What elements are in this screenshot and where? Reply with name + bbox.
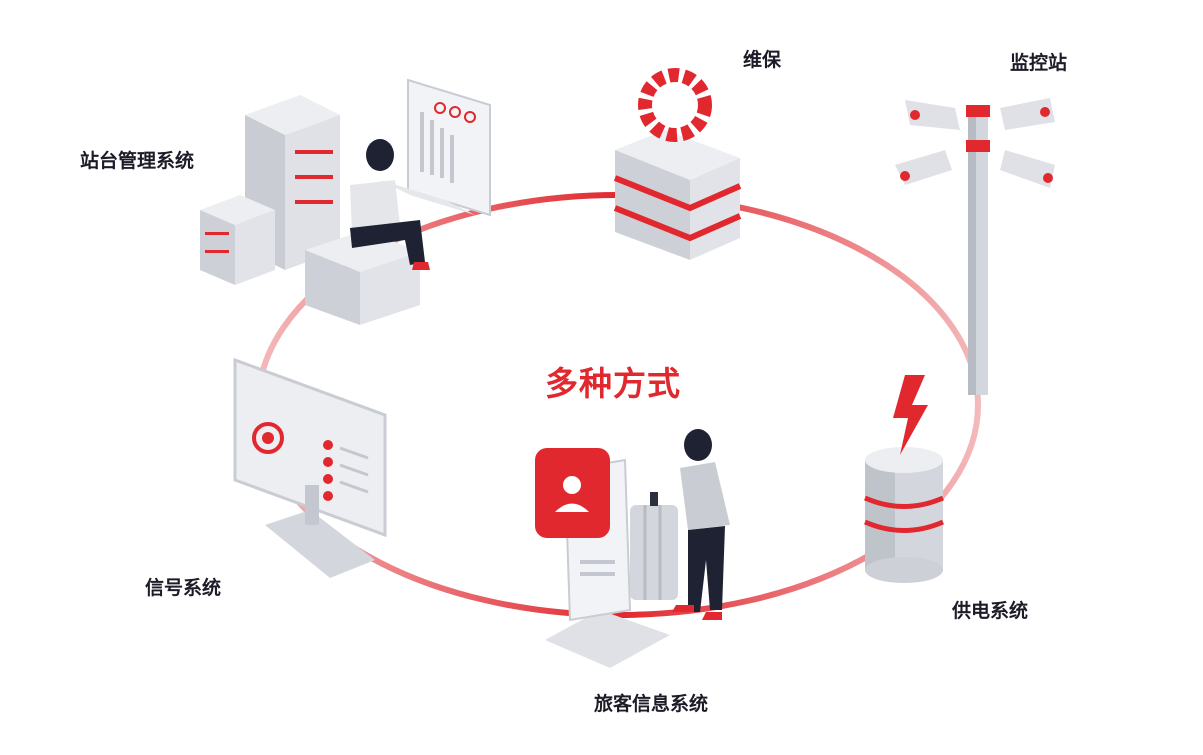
- station-management-illustration: [200, 78, 491, 325]
- lightning-icon: [893, 375, 928, 455]
- center-title: 多种方式: [545, 364, 681, 403]
- gear-icon: [638, 68, 712, 142]
- label-power-system: 供电系统: [952, 600, 1029, 622]
- power-illustration: [864, 375, 944, 583]
- user-icon: [563, 476, 581, 494]
- label-station-management: 站台管理系统: [80, 150, 195, 172]
- eye-icon: [252, 422, 284, 454]
- maintenance-illustration: [613, 68, 742, 260]
- monitoring-illustration: [895, 98, 1055, 395]
- label-passenger-info-system: 旅客信息系统: [594, 693, 709, 715]
- label-signal-system: 信号系统: [145, 577, 222, 599]
- passenger-info-illustration: [535, 429, 730, 668]
- signal-illustration: [233, 357, 387, 578]
- label-maintenance: 维保: [743, 49, 782, 71]
- label-monitoring-station: 监控站: [1010, 52, 1068, 74]
